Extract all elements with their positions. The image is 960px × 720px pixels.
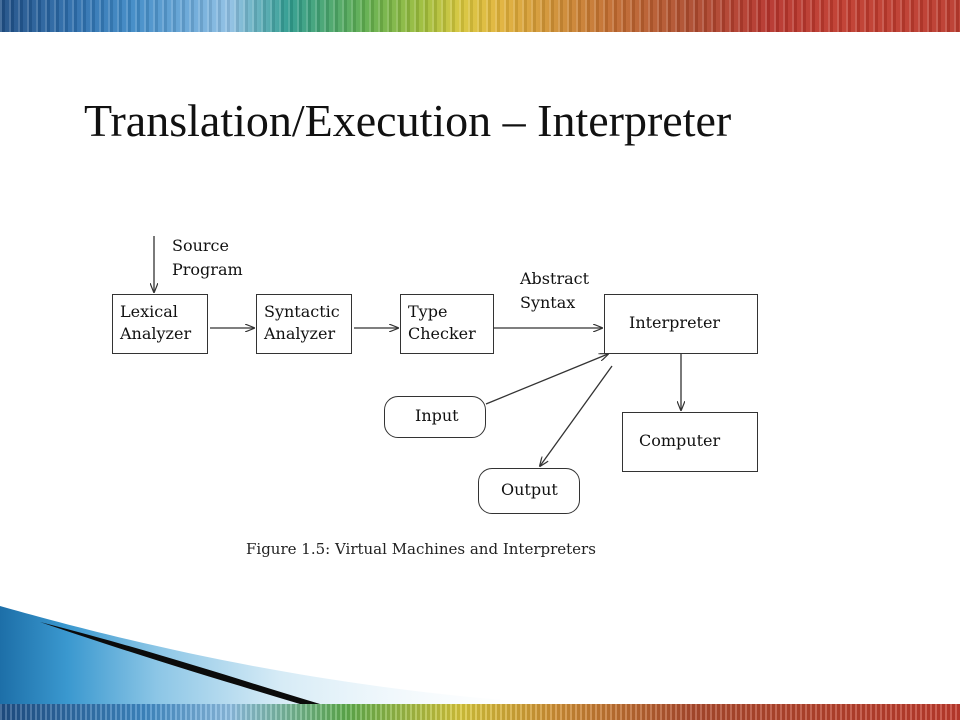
bottom-color-stripe xyxy=(0,704,960,720)
abstract-syntax-label: Abstract Syntax xyxy=(520,269,590,312)
top-color-stripe xyxy=(0,0,960,32)
type-checker-box: Type Checker xyxy=(400,294,494,354)
interpreter-diagram: Source Program Abstract Syntax Lexical A… xyxy=(100,220,800,580)
source-program-label: Source Program xyxy=(172,236,243,279)
slide-title: Translation/Execution – Interpreter xyxy=(84,95,732,146)
syntactic-analyzer-box: Syntactic Analyzer xyxy=(256,294,352,354)
figure-caption: Figure 1.5: Virtual Machines and Interpr… xyxy=(246,540,596,558)
computer-box: Computer xyxy=(622,412,758,472)
decorative-swoosh xyxy=(0,606,560,704)
arrow-input-to-interpreter xyxy=(485,354,608,405)
diagram-arrows xyxy=(100,236,800,580)
lexical-analyzer-box: Lexical Analyzer xyxy=(112,294,208,354)
input-box: Input xyxy=(384,396,486,438)
output-box: Output xyxy=(478,468,580,514)
arrow-interpreter-to-output xyxy=(540,365,613,466)
interpreter-box: Interpreter xyxy=(604,294,758,354)
